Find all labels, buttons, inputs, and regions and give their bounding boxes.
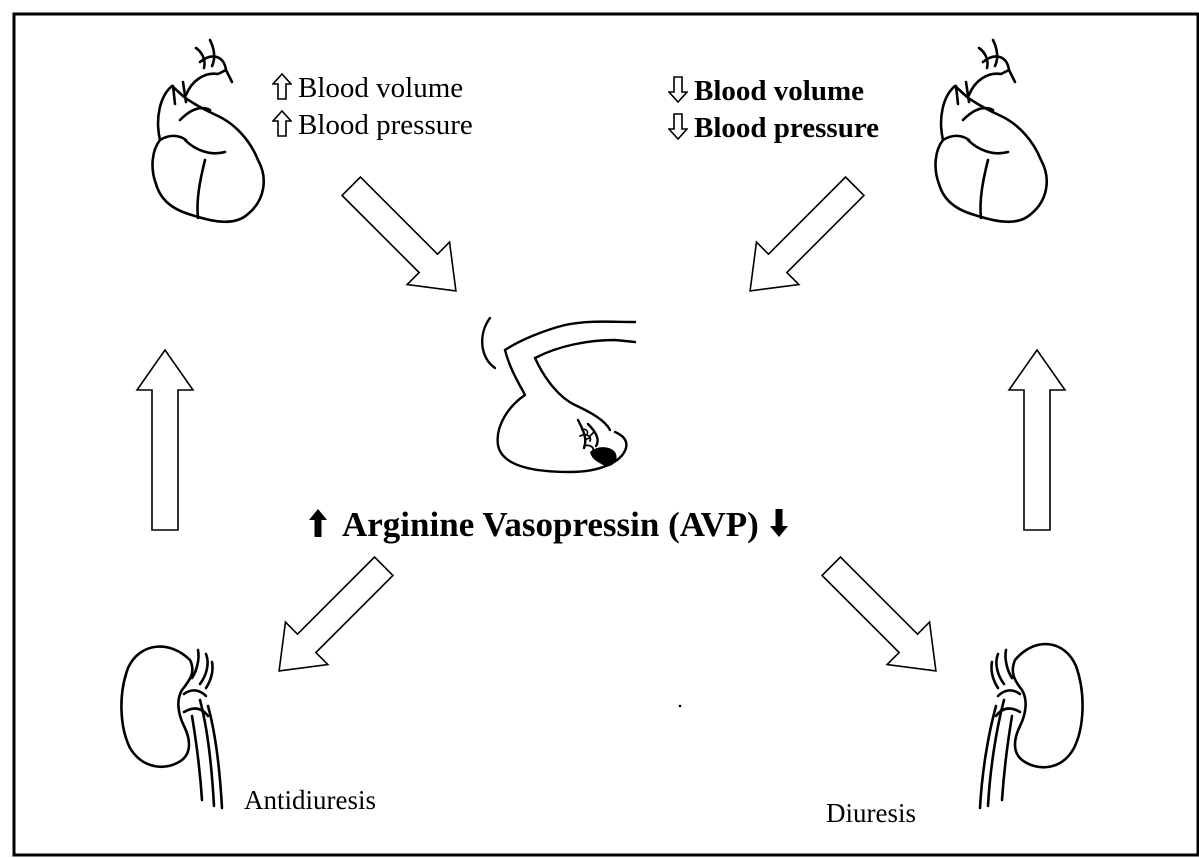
top-left-blood-volume: Blood volume <box>298 72 463 104</box>
top-left-blood-pressure: Blood pressure <box>298 109 473 141</box>
pituitary-gland-icon <box>482 318 635 472</box>
stray-mark <box>679 705 682 708</box>
arrow-center-to-bottom-left <box>258 545 405 692</box>
solid-down-arrow-icon <box>769 508 789 538</box>
avp-label-row: Arginine Vasopressin (AVP) <box>308 507 789 542</box>
arrow-right-upward <box>1009 350 1065 530</box>
arrow-center-to-bottom-right <box>810 545 957 692</box>
avp-label: Arginine Vasopressin (AVP) <box>342 505 759 544</box>
antidiuresis-label: Antidiuresis <box>244 787 376 814</box>
diuresis-label: Diuresis <box>826 800 916 827</box>
hollow-up-arrow-icon <box>272 73 292 100</box>
top-left-line-2: Blood pressure <box>272 110 473 140</box>
top-right-line-1: Blood volume <box>668 76 864 106</box>
figure-frame <box>14 14 1198 855</box>
top-right-blood-pressure: Blood pressure <box>694 112 879 144</box>
hollow-up-arrow-icon <box>272 110 292 137</box>
hollow-down-arrow-icon <box>668 76 688 103</box>
top-right-line-2: Blood pressure <box>668 113 879 143</box>
kidney-icon <box>980 644 1083 808</box>
heart-icon <box>936 40 1047 222</box>
arrow-left-upward <box>137 350 193 530</box>
top-right-blood-volume: Blood volume <box>694 75 864 107</box>
solid-up-arrow-icon <box>308 508 328 538</box>
kidney-icon <box>121 647 222 808</box>
arrow-top-right-to-center <box>729 165 876 312</box>
heart-icon <box>153 40 264 222</box>
posterior-lobe-marker <box>590 447 617 466</box>
top-left-line-1: Blood volume <box>272 73 463 103</box>
hollow-down-arrow-icon <box>668 113 688 140</box>
arrow-top-left-to-center <box>330 165 477 312</box>
